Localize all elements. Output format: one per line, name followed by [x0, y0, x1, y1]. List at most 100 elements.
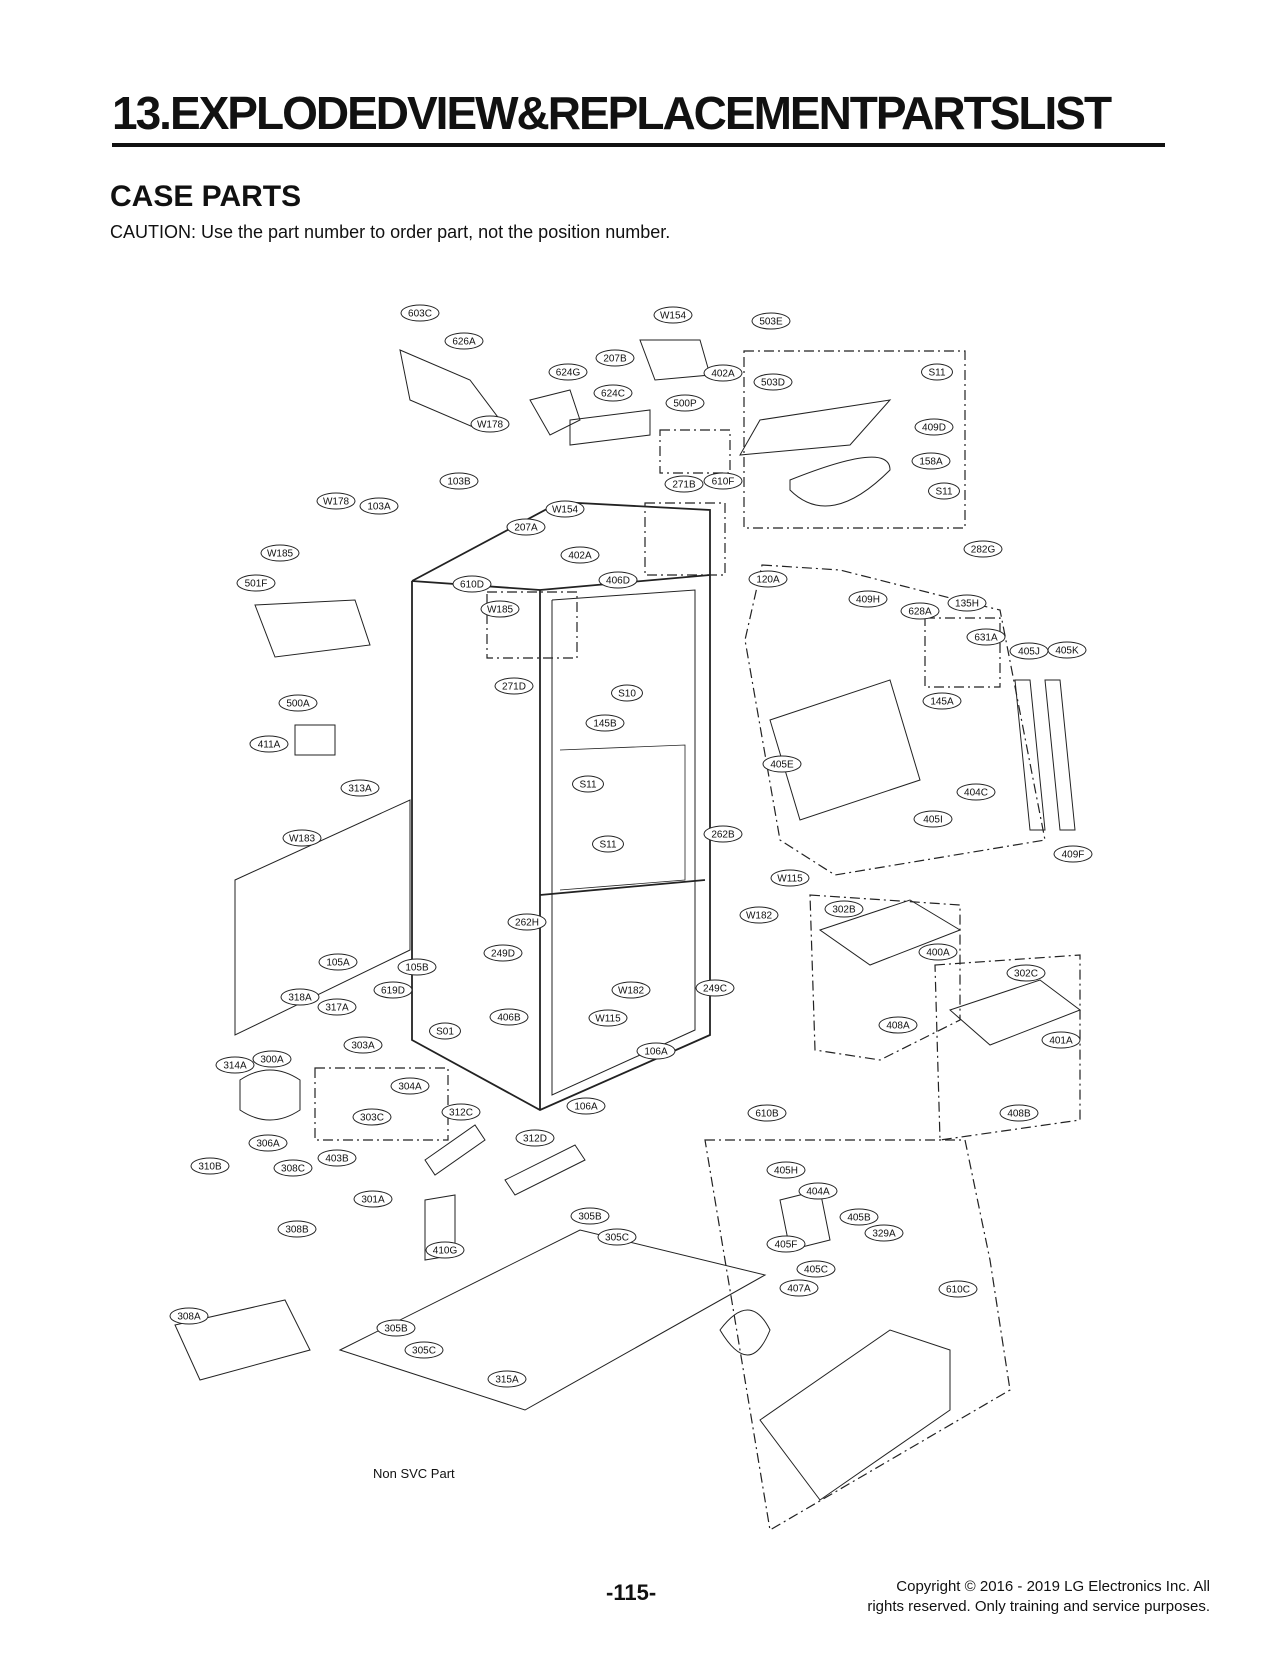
callout-105a: 105A [318, 953, 358, 971]
callout-262h: 262H [507, 913, 547, 931]
callout-label: 610C [946, 1285, 970, 1296]
callout-305b: 305B [376, 1319, 416, 1337]
group-boxes [314, 350, 1081, 1531]
callout-label: 402A [568, 551, 592, 562]
callout-label: 628A [908, 607, 932, 618]
callout-label: 317A [325, 1003, 349, 1014]
callout-label: 262H [515, 918, 539, 929]
callout-400a: 400A [918, 943, 958, 961]
callout-249d: 249D [483, 944, 523, 962]
callout-405f: 405F [766, 1235, 806, 1253]
callout-405j: 405J [1009, 642, 1049, 660]
callout-w115: W115 [770, 869, 810, 887]
callout-label: 503E [759, 317, 783, 328]
callout-405h: 405H [766, 1161, 806, 1179]
callout-label: 626A [452, 337, 476, 348]
callout-304a: 304A [390, 1077, 430, 1095]
callout-label: 312C [449, 1108, 473, 1119]
callout-407a: 407A [779, 1279, 819, 1297]
callout-label: 405I [923, 815, 942, 826]
callout-w178: W178 [470, 415, 510, 433]
callout-label: 145A [930, 697, 954, 708]
callout-631a: 631A [966, 628, 1006, 646]
callout-308c: 308C [273, 1159, 313, 1177]
callout-s10: S10 [611, 684, 643, 702]
callout-305b: 305B [570, 1207, 610, 1225]
callout-503e: 503E [751, 312, 791, 330]
callout-label: 305C [412, 1346, 436, 1357]
callout-label: 624C [601, 389, 625, 400]
callout-label: 312D [523, 1134, 547, 1145]
callout-312d: 312D [515, 1129, 555, 1147]
callout-301a: 301A [353, 1190, 393, 1208]
callout-label: 408A [886, 1021, 910, 1032]
title-underline [112, 143, 1165, 147]
callout-s11: S11 [921, 363, 953, 381]
callout-271b: 271B [664, 475, 704, 493]
callout-label: 405H [774, 1166, 798, 1177]
callout-label: 610D [460, 580, 484, 591]
callout-249c: 249C [695, 979, 735, 997]
callout-w183: W183 [282, 829, 322, 847]
callout-label: 207A [514, 523, 538, 534]
callout-315a: 315A [487, 1370, 527, 1388]
callout-w115: W115 [588, 1009, 628, 1027]
callout-label: 408B [1007, 1109, 1031, 1120]
callout-label: 405B [847, 1213, 871, 1224]
callout-label: 409D [922, 423, 946, 434]
callout-label: 624G [556, 368, 581, 379]
callout-145a: 145A [922, 692, 962, 710]
callout-303c: 303C [352, 1108, 392, 1126]
callout-label: 105B [405, 963, 429, 974]
copyright-notice: Copyright © 2016 - 2019 LG Electronics I… [867, 1577, 1210, 1617]
callout-302b: 302B [824, 900, 864, 918]
callout-label: W115 [777, 874, 803, 885]
cabinet-body [411, 501, 711, 1112]
callout-303a: 303A [343, 1036, 383, 1054]
section-title: CASE PARTS [110, 180, 302, 213]
callout-label: 409H [856, 595, 880, 606]
callout-label: 402A [711, 369, 735, 380]
copyright-line-1: Copyright © 2016 - 2019 LG Electronics I… [896, 1578, 1210, 1595]
callout-610b: 610B [747, 1104, 787, 1122]
callout-label: 303C [360, 1113, 384, 1124]
callout-404a: 404A [798, 1182, 838, 1200]
callout-314a: 314A [215, 1056, 255, 1074]
callout-label: W182 [618, 986, 645, 997]
callout-411a: 411A [249, 735, 289, 753]
callout-329a: 329A [864, 1224, 904, 1242]
callout-label: 135H [955, 599, 979, 610]
callout-label: 403B [325, 1154, 349, 1165]
callout-403b: 403B [317, 1149, 357, 1167]
callout-305c: 305C [597, 1228, 637, 1246]
callout-603c: 603C [400, 304, 440, 322]
callout-label: S11 [599, 840, 616, 851]
callout-label: 249C [703, 984, 727, 995]
callout-503d: 503D [753, 373, 793, 391]
callout-105b: 105B [397, 958, 437, 976]
callout-label: 329A [872, 1229, 896, 1240]
callout-label: W182 [746, 911, 773, 922]
callout-410g: 410G [425, 1241, 465, 1259]
callout-106a: 106A [636, 1042, 676, 1060]
callout-624g: 624G [548, 363, 588, 381]
callout-label: 409F [1062, 850, 1085, 861]
callout-label: 407A [787, 1284, 811, 1295]
callout-w154: W154 [545, 500, 585, 518]
part-sketches [174, 339, 1082, 1501]
callout-label: 158A [919, 457, 943, 468]
callout-label: 103B [447, 477, 471, 488]
callout-label: 405J [1018, 647, 1040, 658]
callout-145b: 145B [585, 714, 625, 732]
callout-207a: 207A [506, 518, 546, 536]
callout-404c: 404C [956, 783, 996, 801]
callout-label: 106A [574, 1102, 598, 1113]
callout-308a: 308A [169, 1307, 209, 1325]
callout-405k: 405K [1047, 641, 1087, 659]
callout-label: 145B [593, 719, 617, 730]
callout-label: 305B [578, 1212, 602, 1223]
callout-label: 500P [673, 399, 697, 410]
callout-label: 262B [711, 830, 735, 841]
callout-120a: 120A [748, 570, 788, 588]
